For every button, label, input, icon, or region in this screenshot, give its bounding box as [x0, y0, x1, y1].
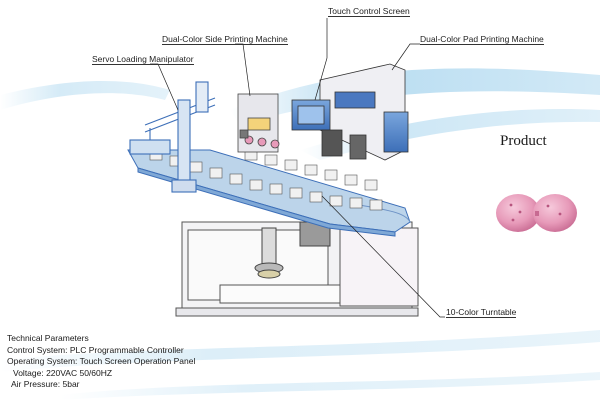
technical-parameters: Technical Parameters Control System: PLC… [7, 333, 195, 391]
side-printing-machine [237, 93, 280, 153]
callout-servo-manipulator: Servo Loading Manipulator [92, 54, 194, 65]
product-egg-left [496, 194, 540, 232]
pad-printing-machine [291, 63, 409, 161]
callout-side-printing-machine: Dual-Color Side Printing Machine [162, 34, 288, 45]
turntable-fixtures [149, 149, 383, 211]
spec-air-pressure: Air Pressure: 5bar [11, 379, 80, 389]
spec-voltage: Voltage: 220VAC 50/60HZ [13, 367, 113, 378]
spec-operating-system: Operating System: Touch Screen Operation… [7, 356, 196, 366]
machine-base-cabinet [175, 221, 419, 317]
callout-turntable: 10-Color Turntable [446, 307, 517, 318]
callout-touch-control-screen: Touch Control Screen [328, 6, 410, 17]
product-egg-right [533, 194, 577, 232]
callout-pad-printing-machine: Dual-Color Pad Printing Machine [420, 34, 544, 45]
servo-manipulator [129, 81, 216, 193]
specs-heading: Technical Parameters [7, 333, 89, 343]
product-eggs [496, 194, 577, 232]
spec-control-system: Control System: PLC Programmable Control… [7, 344, 184, 355]
product-label: Product [500, 133, 547, 149]
